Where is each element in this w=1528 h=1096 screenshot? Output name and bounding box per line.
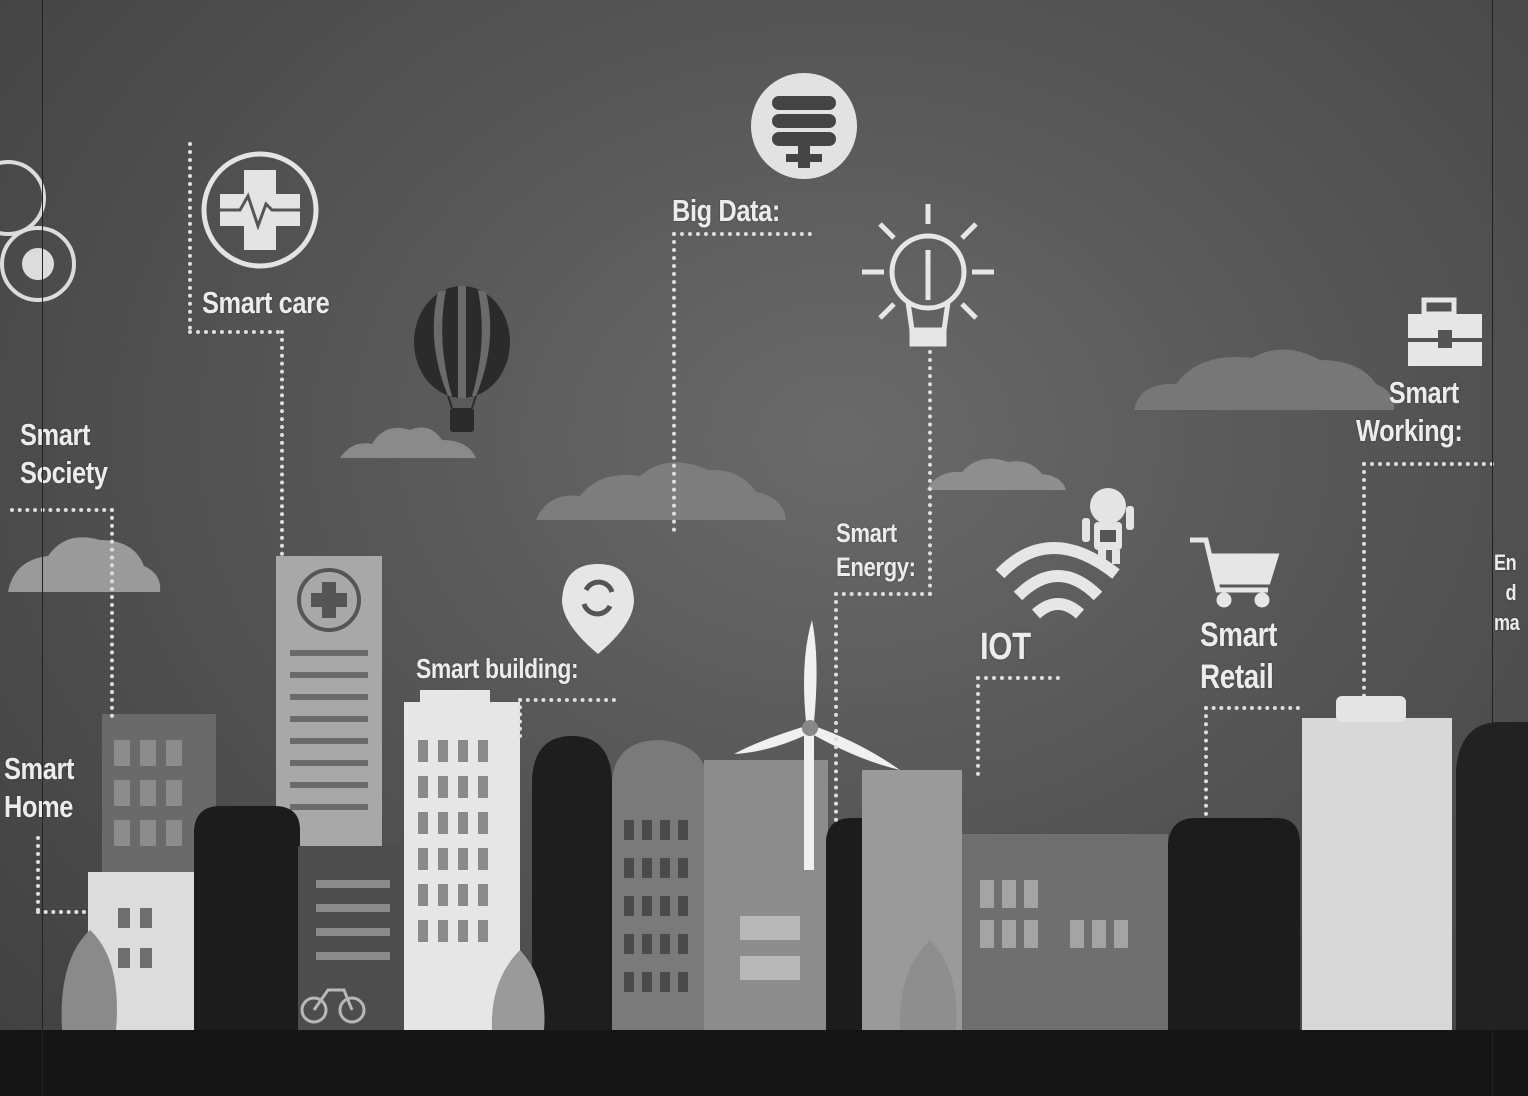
smart-society-label: Smart Society bbox=[20, 417, 108, 490]
building bbox=[612, 740, 708, 1030]
cut-off-label: En d ma bbox=[1494, 550, 1520, 635]
connector-line bbox=[928, 350, 932, 596]
dark-tower bbox=[194, 806, 300, 1030]
frame-border-left bbox=[42, 0, 43, 1096]
building bbox=[298, 846, 406, 1032]
iot-label: IOT bbox=[980, 626, 1031, 668]
society-icon bbox=[0, 160, 76, 302]
connector-line bbox=[1362, 462, 1494, 466]
smart-working-label: Smart Working: bbox=[1356, 375, 1463, 448]
tree bbox=[491, 950, 545, 1030]
lightbulb-icon bbox=[862, 204, 994, 347]
connector-line bbox=[518, 698, 522, 738]
cloud-group bbox=[8, 349, 1395, 592]
connector-line bbox=[976, 676, 980, 776]
smart-retail-label: Smart Retail bbox=[1200, 616, 1277, 696]
tree bbox=[899, 940, 957, 1030]
big-data-label: Big Data: bbox=[672, 193, 780, 228]
connector-line bbox=[834, 592, 838, 822]
smart-home-label: Smart Home bbox=[4, 751, 75, 824]
connector-line bbox=[188, 330, 280, 334]
connector-line bbox=[672, 232, 676, 532]
smart-energy-label: Smart Energy: bbox=[836, 518, 916, 582]
connector-line bbox=[36, 836, 40, 912]
frame-border-right bbox=[1492, 0, 1493, 1096]
medical-cross-icon bbox=[201, 151, 319, 269]
hot-air-balloon-icon bbox=[414, 286, 510, 432]
connector-line bbox=[10, 508, 114, 512]
cloud bbox=[536, 462, 786, 520]
dark-tower bbox=[532, 736, 612, 1030]
connector-line bbox=[36, 910, 86, 914]
connector-line bbox=[1204, 706, 1300, 710]
dark-tower bbox=[1168, 818, 1300, 1030]
cloud bbox=[340, 427, 476, 458]
white-tower bbox=[1302, 718, 1452, 1032]
building bbox=[962, 834, 1168, 1032]
connector-line bbox=[1204, 706, 1208, 816]
database-icon bbox=[751, 73, 857, 179]
connector-line bbox=[976, 676, 1060, 680]
connector-line bbox=[672, 232, 812, 236]
shopping-cart-icon bbox=[1190, 537, 1280, 608]
connector-line bbox=[518, 698, 616, 702]
briefcase-icon bbox=[1408, 297, 1482, 366]
connector-line bbox=[188, 142, 192, 330]
location-pin-icon bbox=[562, 564, 634, 654]
connector-line bbox=[1362, 462, 1366, 698]
tree bbox=[61, 930, 117, 1030]
connector-line bbox=[110, 508, 114, 718]
cloud bbox=[926, 458, 1066, 490]
wifi-icon bbox=[995, 542, 1120, 619]
connector-line bbox=[280, 330, 284, 556]
ground bbox=[0, 1030, 1528, 1096]
smart-building-label: Smart building: bbox=[416, 653, 579, 684]
buildings bbox=[61, 556, 1528, 1034]
bicycle-icon bbox=[300, 988, 366, 1024]
smart-care-label: Smart care bbox=[202, 285, 330, 320]
connector-line bbox=[834, 592, 932, 596]
cloud bbox=[1134, 349, 1395, 410]
cloud bbox=[8, 537, 161, 592]
